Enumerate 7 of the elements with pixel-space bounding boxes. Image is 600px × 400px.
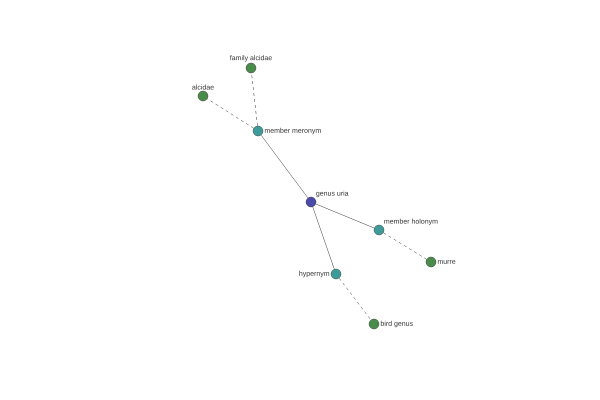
edge-line	[207, 98, 254, 128]
edge-line	[383, 232, 427, 260]
edge-line	[312, 206, 334, 270]
edge-line	[251, 72, 258, 126]
edge-line	[316, 204, 374, 228]
edge-line	[338, 278, 372, 320]
edge-line	[260, 134, 308, 198]
